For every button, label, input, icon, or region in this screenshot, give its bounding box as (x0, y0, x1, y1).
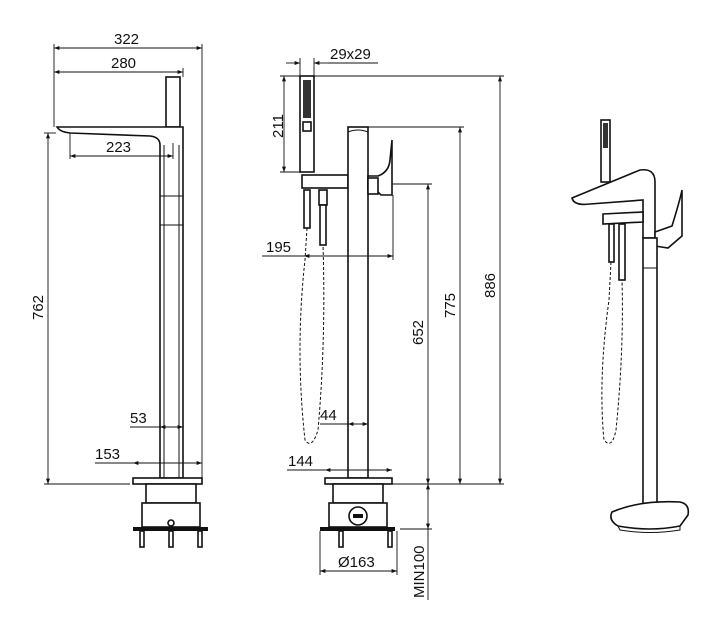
dim-column-width: 53 (130, 410, 147, 427)
perspective-view (571, 119, 690, 533)
dim-column-height: 775 (442, 293, 459, 318)
dimension-lines-front (262, 58, 504, 600)
faucet-side-body (55, 76, 208, 548)
dim-base-width: 144 (288, 453, 313, 470)
front-view: 29x29 211 195 886 775 652 44 144 Ø163 MI… (262, 46, 504, 600)
dim-handshower-section: 29x29 (330, 46, 371, 63)
dim-overall-width: 322 (114, 31, 139, 48)
dim-total-height: 886 (482, 273, 499, 298)
dim-flange-diameter: Ø163 (338, 554, 375, 571)
dim-handshower-offset: 195 (266, 239, 291, 256)
dim-base-width: 153 (95, 446, 120, 463)
dim-spout-reach: 223 (106, 139, 131, 156)
dim-spout-height: 762 (30, 295, 47, 320)
dim-lever-height: 652 (410, 320, 427, 345)
dim-column-width: 44 (320, 407, 337, 424)
dim-handshower-length: 211 (270, 114, 287, 138)
faucet-front-body (299, 75, 395, 548)
side-view: 322 280 223 762 53 153 (30, 31, 208, 548)
dim-spout-width: 280 (111, 55, 136, 72)
dim-min-depth: MIN100 (411, 545, 428, 598)
dimension-lines-side (44, 44, 203, 485)
